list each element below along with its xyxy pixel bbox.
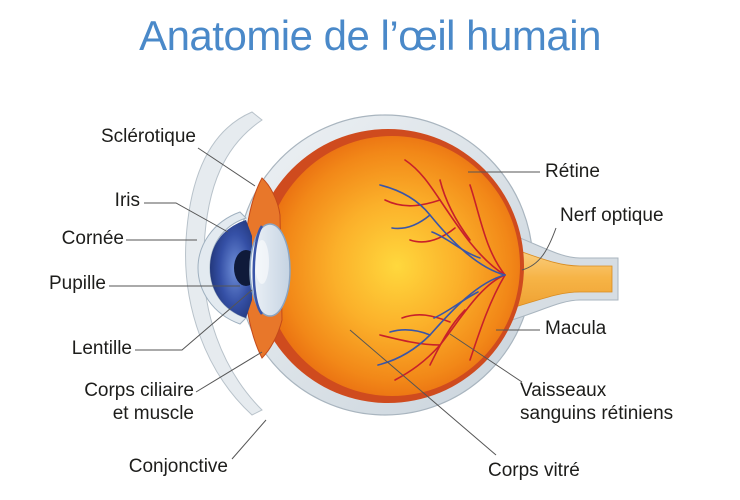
- label-iris: Iris: [114, 190, 140, 211]
- retinal-arteries: [379, 159, 506, 381]
- label-macula: Macula: [545, 318, 607, 339]
- label-corps-ciliaire-line2: et muscle: [112, 402, 194, 424]
- label-vaisseaux-line1: Vaisseaux: [520, 380, 607, 401]
- label-cornee: Cornée: [61, 228, 124, 249]
- label-vaisseaux: Vaisseaux sanguins rétiniens: [520, 380, 673, 426]
- leader-conjonctive: [231, 419, 267, 460]
- retinal-veins: [377, 184, 506, 366]
- lens-highlight: [255, 240, 269, 284]
- leader-sclerotique: [197, 147, 256, 187]
- label-retine: Rétine: [545, 161, 600, 182]
- label-sclerotique: Sclérotique: [100, 126, 196, 147]
- label-conjonctive: Conjonctive: [128, 456, 228, 477]
- conjunctiva-layer: [185, 111, 263, 416]
- vitreous-body: [264, 136, 520, 396]
- leader-vaisseaux: [449, 333, 523, 383]
- leader-nerf-optique: [521, 227, 557, 271]
- label-corps-vitre: Corps vitré: [488, 460, 580, 481]
- label-corps-ciliaire-line1: Corps ciliaire: [84, 380, 194, 401]
- label-vaisseaux-line2: sanguins rétiniens: [520, 402, 674, 424]
- leader-lentille: [135, 289, 253, 351]
- leader-corps-vitre: [349, 329, 497, 456]
- iris: [210, 220, 252, 318]
- optic-nerve: [504, 245, 613, 311]
- leader-lines: [109, 147, 557, 460]
- leader-iris: [144, 202, 229, 233]
- label-lentille: Lentille: [71, 338, 132, 359]
- page-title: Anatomie de l’œil humain: [139, 12, 601, 59]
- leader-corps-ciliaire: [195, 351, 263, 393]
- label-corps-ciliaire: Corps ciliaire et muscle: [20, 380, 194, 426]
- label-nerf-optique: Nerf optique: [560, 205, 664, 226]
- label-pupille: Pupille: [48, 273, 106, 294]
- lens-capsule: [252, 225, 264, 315]
